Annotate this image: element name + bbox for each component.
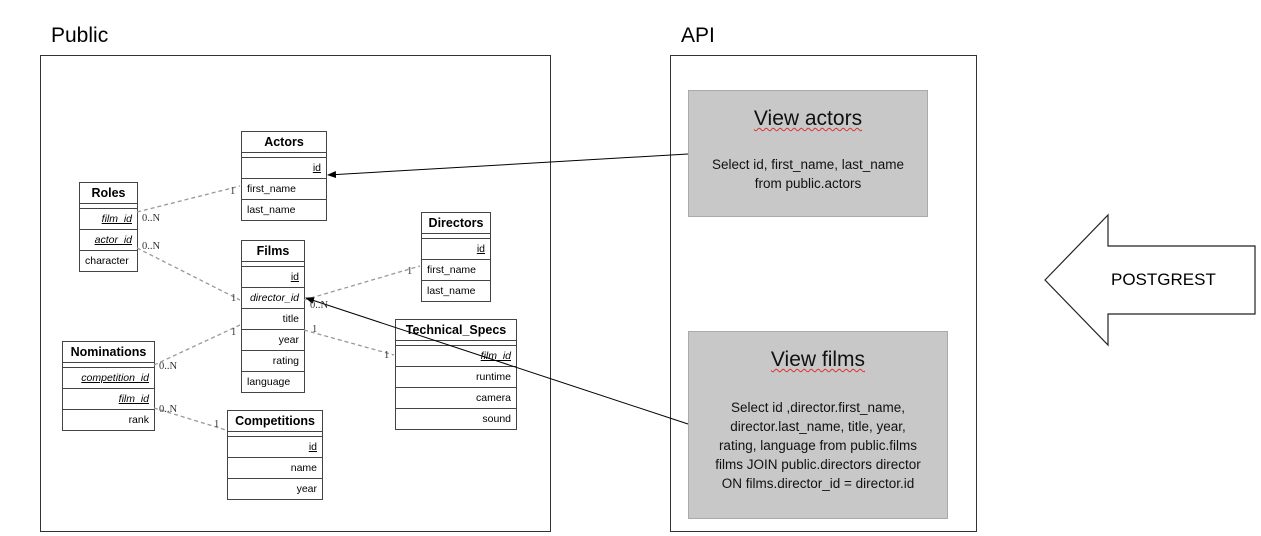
roles-actors-relation bbox=[136, 185, 241, 213]
nominations-field-film-id: film_id bbox=[63, 389, 154, 410]
table-divider bbox=[422, 234, 490, 239]
roles-field-film-id: film_id bbox=[80, 209, 137, 230]
view-actors-query-line: Select id, first_name, last_name bbox=[711, 157, 905, 172]
actors-field-first-name: first_name bbox=[242, 179, 326, 200]
nominations-films-one-label: 1 bbox=[231, 327, 237, 338]
actors-table: Actors id first_name last_name bbox=[241, 131, 327, 221]
directors-field-first-name: first_name bbox=[422, 260, 490, 281]
technical-specs-field-runtime: runtime bbox=[396, 367, 516, 388]
films-directors-one-label: 1 bbox=[407, 266, 413, 277]
films-field-year: year bbox=[242, 330, 304, 351]
films-directors-relation bbox=[303, 265, 421, 301]
nominations-competitions-many-label: 0..N bbox=[159, 404, 178, 415]
postgrest-arrow-shape bbox=[1044, 213, 1256, 347]
api-section-label: API bbox=[681, 24, 715, 47]
technical-specs-field-film-id: film_id bbox=[396, 346, 516, 367]
technical-specs-field-camera: camera bbox=[396, 388, 516, 409]
actors-table-title: Actors bbox=[242, 132, 326, 153]
view-actors-query: Select id, first_name, last_name from pu… bbox=[689, 155, 927, 193]
nominations-field-rank: rank bbox=[128, 414, 149, 426]
technical-specs-field-sound: sound bbox=[482, 413, 511, 425]
competitions-field-name: name bbox=[228, 458, 322, 479]
roles-field-character: character bbox=[85, 255, 129, 267]
competitions-field-year: year bbox=[296, 483, 317, 495]
nominations-competitions-relation bbox=[153, 407, 227, 431]
roles-actors-many-label: 0..N bbox=[142, 213, 161, 224]
view-actors-box: View actors Select id, first_name, last_… bbox=[688, 90, 928, 217]
nominations-films-many-label: 0..N bbox=[159, 361, 178, 372]
directors-field-id: id bbox=[422, 239, 490, 260]
view-films-query-line: director.last_name, title, year, bbox=[730, 419, 906, 434]
roles-field-actor-id: actor_id bbox=[80, 230, 137, 251]
view-actors-arrow bbox=[327, 153, 689, 179]
table-divider bbox=[396, 341, 516, 346]
view-actors-title: View actors bbox=[753, 107, 863, 130]
competitions-table: Competitions id name year bbox=[227, 410, 323, 500]
view-films-box: View films Select id ,director.first_nam… bbox=[688, 331, 948, 519]
table-divider bbox=[228, 432, 322, 437]
technical-specs-table: Technical_Specs film_id runtime camera s… bbox=[395, 319, 517, 430]
table-divider bbox=[242, 262, 304, 267]
view-films-query-line: rating, language from public.films bbox=[718, 438, 918, 453]
directors-table: Directors id first_name last_name bbox=[421, 212, 491, 302]
films-specs-one-a-label: 1 bbox=[312, 324, 318, 335]
table-divider bbox=[242, 153, 326, 158]
films-specs-one-b-label: 1 bbox=[384, 350, 390, 361]
films-table: Films id director_id title year rating l… bbox=[241, 240, 305, 393]
view-films-title: View films bbox=[770, 348, 866, 371]
competitions-field-id: id bbox=[228, 437, 322, 458]
roles-actors-one-label: 1 bbox=[230, 186, 236, 197]
view-films-query-line: ON films.director_id = director.id bbox=[721, 476, 915, 491]
view-films-arrow bbox=[305, 297, 689, 425]
competitions-table-title: Competitions bbox=[228, 411, 322, 432]
nominations-table-title: Nominations bbox=[63, 342, 154, 363]
films-field-director-id: director_id bbox=[242, 288, 304, 309]
view-films-query-line: films JOIN public.directors director bbox=[715, 457, 921, 472]
directors-field-last-name: last_name bbox=[427, 285, 476, 297]
actors-field-last-name: last_name bbox=[247, 204, 296, 216]
films-table-title: Films bbox=[242, 241, 304, 262]
public-section-label: Public bbox=[51, 24, 109, 47]
roles-table: Roles film_id actor_id character bbox=[79, 182, 138, 272]
films-field-title: title bbox=[242, 309, 304, 330]
technical-specs-table-title: Technical_Specs bbox=[396, 320, 516, 341]
actors-field-id: id bbox=[242, 158, 326, 179]
view-films-query-line: Select id ,director.first_name, bbox=[730, 400, 906, 415]
films-field-id: id bbox=[242, 267, 304, 288]
roles-films-many-label: 0..N bbox=[142, 241, 161, 252]
nominations-competitions-one-label: 1 bbox=[214, 419, 220, 430]
directors-table-title: Directors bbox=[422, 213, 490, 234]
films-field-language: language bbox=[247, 376, 291, 388]
table-divider bbox=[80, 204, 137, 209]
roles-table-title: Roles bbox=[80, 183, 137, 204]
roles-films-one-label: 1 bbox=[231, 293, 237, 304]
films-specs-relation bbox=[303, 329, 395, 356]
roles-films-relation bbox=[136, 247, 241, 301]
postgrest-label: POSTGREST bbox=[1111, 270, 1216, 289]
nominations-films-relation bbox=[153, 324, 241, 366]
nominations-table: Nominations competition_id film_id rank bbox=[62, 341, 155, 431]
films-directors-many-label: 0..N bbox=[310, 300, 329, 311]
films-field-rating: rating bbox=[242, 351, 304, 372]
table-divider bbox=[63, 363, 154, 368]
view-films-query: Select id ,director.first_name, director… bbox=[689, 398, 947, 493]
view-actors-query-line: from public.actors bbox=[754, 176, 862, 191]
nominations-field-competition-id: competition_id bbox=[63, 368, 154, 389]
